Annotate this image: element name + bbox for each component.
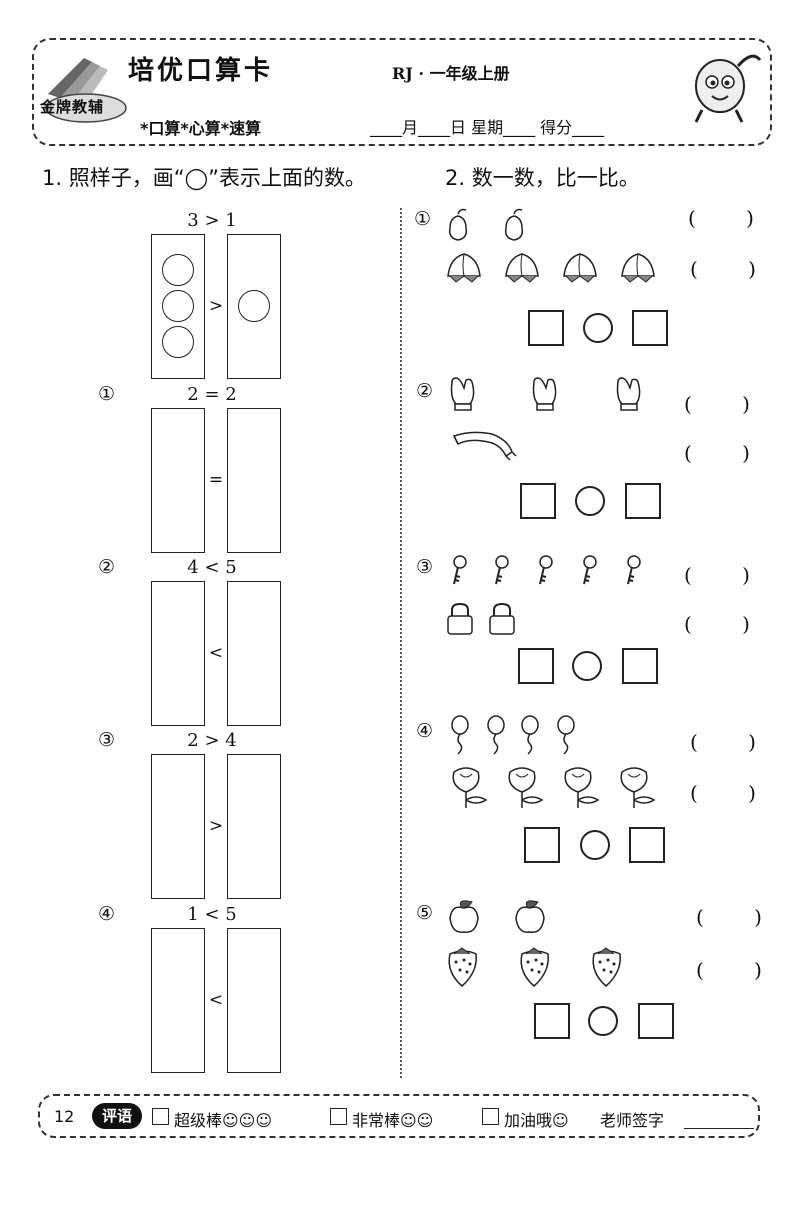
q1-expression: 1 < 5: [187, 904, 237, 925]
item-number: ④: [416, 720, 434, 742]
q1-expression: 2 > 4: [187, 730, 237, 751]
example-circle: [162, 254, 194, 286]
logo-text: 金牌教辅: [40, 98, 105, 116]
book-logo-icon: [45, 58, 127, 123]
answer-square[interactable]: [524, 827, 560, 863]
comment-badge: 评语: [92, 1103, 142, 1129]
compare-circle[interactable]: [588, 1006, 618, 1036]
answer-square[interactable]: [638, 1003, 674, 1039]
answer-parentheses[interactable]: ( ): [684, 563, 772, 587]
footer-frame: [38, 1094, 760, 1138]
answer-square[interactable]: [622, 648, 658, 684]
card-title: 培优口算卡: [128, 56, 274, 86]
date-score-line: ____月____日 星期____ 得分____: [370, 118, 605, 137]
pear-icon: [448, 208, 524, 241]
operator: >: [208, 296, 224, 316]
answer-box-left[interactable]: [151, 928, 205, 1073]
answer-parentheses[interactable]: ( ): [684, 441, 772, 465]
compare-circle[interactable]: [572, 651, 602, 681]
strawberry-icon: [448, 947, 621, 987]
answer-square[interactable]: [518, 648, 554, 684]
balloon-icon: [451, 715, 575, 755]
rating-label-2: 非常棒☺☺: [352, 1111, 434, 1130]
compare-circle[interactable]: [580, 830, 610, 860]
lock-icon: [447, 603, 515, 635]
answer-box-right[interactable]: [227, 581, 281, 726]
answer-parentheses[interactable]: ( ): [696, 958, 784, 982]
apple-icon: [449, 900, 545, 933]
item-number: ④: [98, 903, 116, 925]
answer-parentheses[interactable]: ( ): [688, 206, 776, 230]
page-number: 12: [54, 1107, 75, 1126]
item-number: ②: [98, 556, 116, 578]
item-number: ②: [416, 380, 434, 402]
answer-box-right[interactable]: [227, 408, 281, 553]
answer-parentheses[interactable]: ( ): [690, 257, 778, 281]
flower-icon: [452, 767, 655, 809]
answer-box-left[interactable]: [151, 581, 205, 726]
operator: =: [208, 470, 224, 490]
operator: <: [208, 990, 224, 1010]
item-number: ③: [98, 729, 116, 751]
q1-expression: 4 < 5: [187, 557, 237, 578]
compare-circle[interactable]: [583, 313, 613, 343]
glove-icon: [450, 377, 641, 411]
question-1-title: 1. 照样子，画“◯”表示上面的数。: [42, 166, 366, 190]
answer-square[interactable]: [534, 1003, 570, 1039]
answer-box-left[interactable]: [151, 408, 205, 553]
item-number: ①: [98, 383, 116, 405]
item-number: ③: [416, 556, 434, 578]
answer-square[interactable]: [629, 827, 665, 863]
peach-icon: [447, 253, 655, 283]
operator: >: [208, 816, 224, 836]
scarf-icon: [453, 431, 517, 461]
answer-box-left[interactable]: [151, 754, 205, 899]
rating-checkbox-3[interactable]: [482, 1108, 499, 1125]
item-number: ⑤: [416, 902, 434, 924]
teacher-sign-label: 老师签字: [600, 1111, 665, 1130]
header-frame: [32, 38, 772, 146]
mascot-icon: [694, 54, 762, 123]
example-circle: [162, 290, 194, 322]
answer-parentheses[interactable]: ( ): [684, 612, 772, 636]
signature-line[interactable]: [684, 1128, 754, 1129]
answer-square[interactable]: [625, 483, 661, 519]
example-circle: [238, 290, 270, 322]
example-circle: [162, 326, 194, 358]
q1-expression: 3 > 1: [187, 210, 237, 231]
grade-label: RJ · 一年级上册: [392, 64, 510, 83]
answer-box-right[interactable]: [227, 928, 281, 1073]
answer-square[interactable]: [632, 310, 668, 346]
answer-parentheses[interactable]: ( ): [690, 730, 778, 754]
key-icon: [453, 555, 641, 585]
rating-checkbox-2[interactable]: [330, 1108, 347, 1125]
answer-square[interactable]: [520, 483, 556, 519]
rating-checkbox-1[interactable]: [152, 1108, 169, 1125]
question-2-title: 2. 数一数，比一比。: [445, 166, 640, 190]
item-number: ①: [414, 208, 432, 230]
answer-parentheses[interactable]: ( ): [696, 905, 784, 929]
rating-label-1: 超级棒☺☺☺: [174, 1111, 273, 1130]
rating-label-3: 加油哦☺: [504, 1111, 569, 1130]
q1-expression: 2 = 2: [187, 384, 237, 405]
compare-circle[interactable]: [575, 486, 605, 516]
answer-box-right[interactable]: [227, 754, 281, 899]
column-divider: [400, 208, 402, 1078]
operator: <: [208, 643, 224, 663]
skills-label: *口算*心算*速算: [140, 119, 262, 138]
answer-parentheses[interactable]: ( ): [684, 392, 772, 416]
answer-square[interactable]: [528, 310, 564, 346]
answer-parentheses[interactable]: ( ): [690, 781, 778, 805]
